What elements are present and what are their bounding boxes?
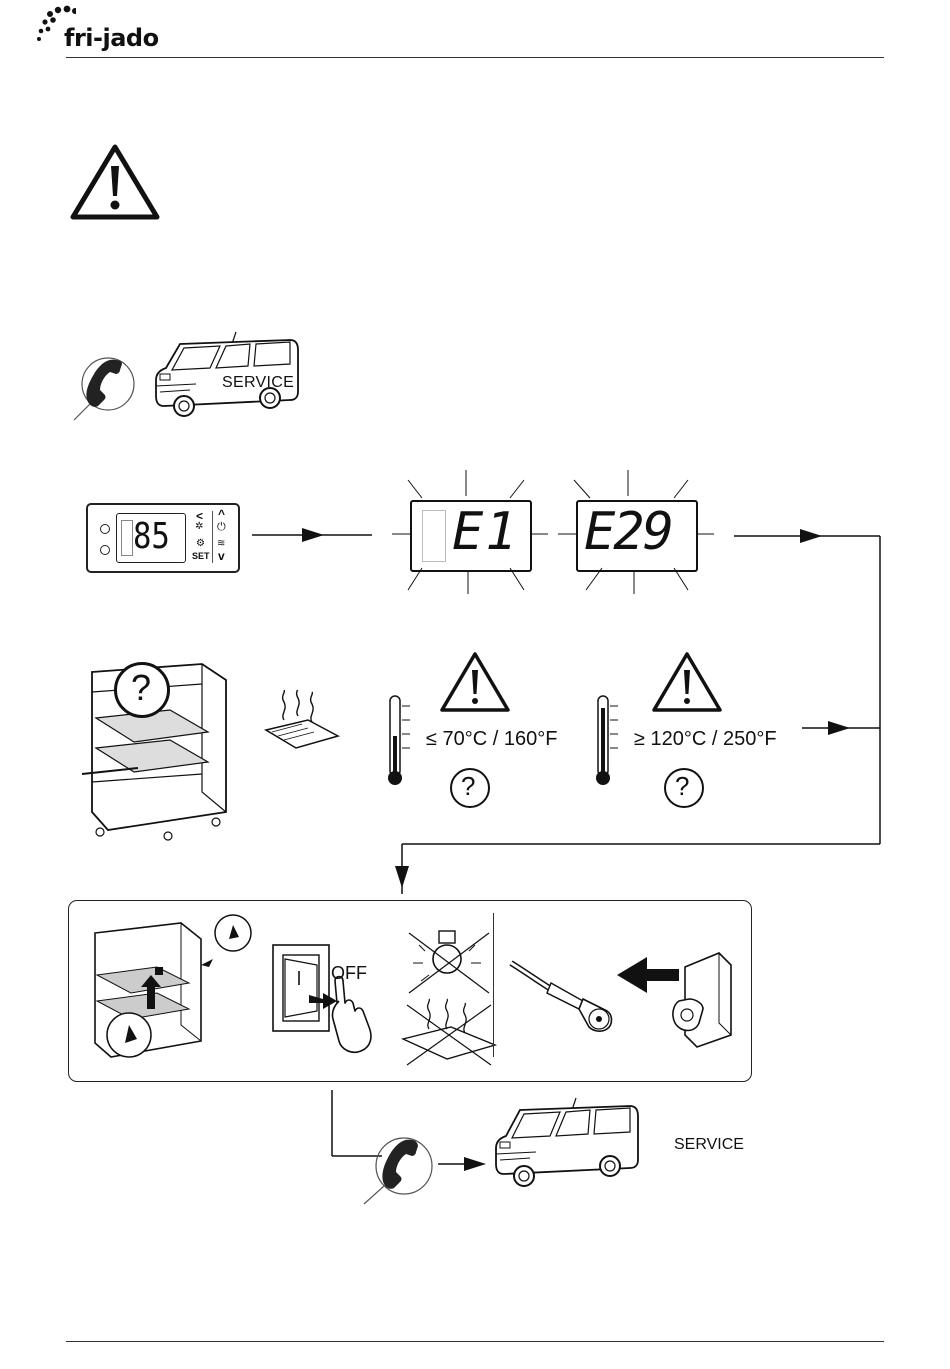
- brand-name: fri-jado: [64, 24, 159, 52]
- down-arrow-icon: v: [218, 549, 225, 563]
- error-display-e1: E1: [390, 468, 550, 598]
- service-label-bottom: SERVICE: [674, 1136, 744, 1154]
- unplug-icon: [507, 943, 737, 1053]
- action-box-divider: [493, 913, 494, 1057]
- power-icon: ⏻: [217, 521, 226, 534]
- flow-connector-right: [730, 526, 890, 856]
- controller-panel: 85 < ✲ ^ ⏻ ⚙ SET ≋ v: [86, 503, 240, 573]
- question-circle: ?: [450, 768, 490, 808]
- defrost-icon: ✲: [195, 521, 203, 532]
- arrow-controller-to-errors: [252, 525, 382, 545]
- error-code: E29: [584, 502, 672, 562]
- gear-icon: ⚙: [196, 538, 205, 549]
- phone-call-icon: [362, 1130, 438, 1206]
- thermometer-high-icon: [594, 694, 620, 788]
- power-switch-icon: [269, 941, 379, 1071]
- ghost-digit: [422, 510, 446, 562]
- heat-plate-icon: [262, 690, 342, 750]
- error-display-frame: E1: [410, 500, 532, 572]
- flow-connector-down: [392, 836, 884, 896]
- arrow-to-service: [438, 1154, 488, 1174]
- thermometer-low-icon: [386, 694, 412, 788]
- controller-led-top: [100, 524, 110, 534]
- warning-triangle-small-icon: [650, 650, 724, 714]
- service-label-top: SERVICE: [222, 374, 294, 392]
- error-display-e29: E29: [556, 468, 716, 598]
- warning-triangle-icon: [68, 142, 162, 222]
- service-van-icon: [490, 1096, 640, 1192]
- error-code: E1: [452, 502, 519, 562]
- zoom-callout-icon: [199, 911, 255, 971]
- question-circle: ?: [664, 768, 704, 808]
- warning-triangle-small-icon: [438, 650, 512, 714]
- lamp-heater-crossed-icon: [395, 925, 505, 1069]
- phone-call-icon: [70, 350, 140, 422]
- action-box: OFF: [68, 900, 752, 1082]
- heater-icon: ≋: [217, 538, 225, 549]
- question-circle: ?: [114, 662, 170, 718]
- temperature-high-label: ≥ 120°C / 250°F: [634, 728, 777, 751]
- controller-divider: [212, 511, 213, 563]
- temperature-low-label: ≤ 70°C / 160°F: [426, 728, 557, 751]
- set-button[interactable]: SET: [192, 551, 210, 561]
- error-display-frame: E29: [576, 500, 698, 572]
- controller-display: 85: [116, 513, 186, 563]
- controller-reading: 85: [133, 516, 170, 557]
- header-rule: [66, 57, 884, 58]
- footer-rule: [66, 1341, 884, 1342]
- up-arrow-icon: ^: [218, 507, 225, 521]
- controller-led-bottom: [100, 545, 110, 555]
- controller-blank-digit: [121, 520, 133, 556]
- brand-logo: fri-jado: [36, 4, 196, 54]
- switch-off-label: OFF: [331, 963, 367, 984]
